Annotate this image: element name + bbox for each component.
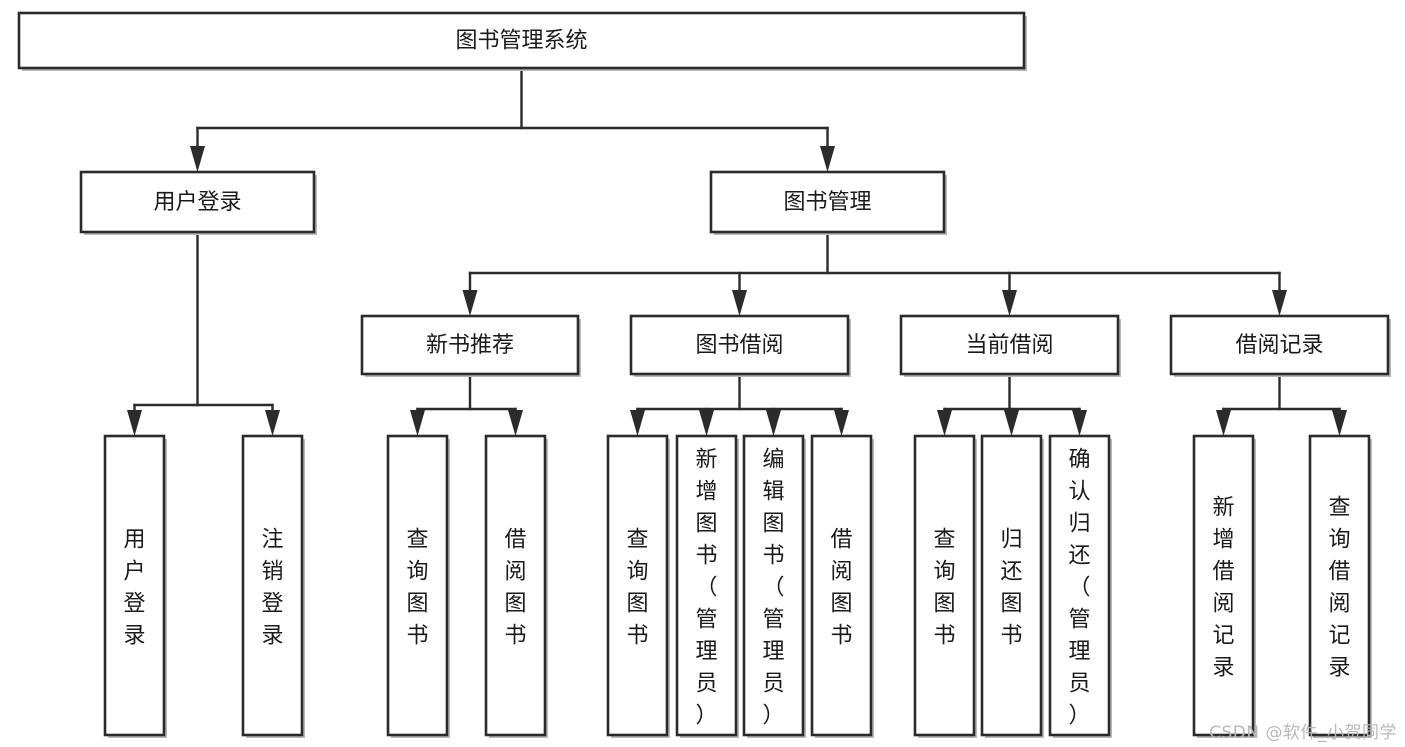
edge-group-l1_user_login: [127, 230, 280, 436]
arrow-head-icon: [699, 410, 714, 436]
node-label: 查询图书: [406, 527, 428, 648]
node-l3-user-logout[interactable]: 注销登录: [241, 434, 305, 738]
node-rect[interactable]: [386, 434, 449, 737]
node-rect[interactable]: [810, 434, 873, 737]
node-label: 图书管理: [783, 190, 871, 215]
node-label: 当前借阅: [965, 333, 1053, 358]
node-rect[interactable]: [606, 434, 669, 737]
node-rect[interactable]: [79, 170, 316, 234]
node-label: 确认归还（管理员）: [1068, 447, 1090, 728]
node-label: 图书管理系统: [455, 29, 587, 54]
edge-group-l2_book_borrow: [630, 372, 849, 436]
node-rect[interactable]: [1308, 434, 1371, 737]
node-l3-bb-add[interactable]: 新增图书（管理员）: [675, 434, 739, 738]
node-l2-book-borrow[interactable]: 图书借阅: [629, 314, 851, 377]
node-label: 查询图书: [933, 527, 955, 648]
node-rect[interactable]: [360, 314, 580, 376]
node-rect[interactable]: [17, 11, 1026, 70]
node-rect[interactable]: [913, 434, 976, 737]
node-label: 编辑图书（管理员）: [762, 447, 784, 728]
node-label: 新书推荐: [426, 333, 514, 358]
node-label: 借阅图书: [830, 527, 852, 648]
node-rect[interactable]: [709, 170, 946, 234]
node-rect[interactable]: [1048, 434, 1111, 737]
node-l3-bb-query[interactable]: 查询图书: [606, 434, 670, 738]
node-label: 借阅记录: [1235, 333, 1323, 358]
arrow-head-icon: [462, 290, 478, 316]
node-l3-bb-edit[interactable]: 编辑图书（管理员）: [742, 434, 806, 738]
node-l2-loan-record[interactable]: 借阅记录: [1169, 314, 1391, 377]
node-rect[interactable]: [980, 434, 1043, 737]
node-l3-cl-return[interactable]: 归还图书: [980, 434, 1044, 738]
node-l3-cl-query[interactable]: 查询图书: [913, 434, 977, 738]
node-label: 图书借阅: [695, 333, 783, 358]
arrow-head-icon: [410, 410, 425, 436]
node-l3-cl-confirm[interactable]: 确认归还（管理员）: [1048, 434, 1112, 738]
arrow-head-icon: [630, 410, 645, 436]
node-label: 查询借阅记录: [1328, 495, 1350, 680]
edges-layer: [127, 66, 1347, 436]
node-l3-lr-add[interactable]: 新增借阅记录: [1192, 434, 1256, 738]
node-l3-user-login[interactable]: 用户登录: [103, 434, 167, 738]
node-rect[interactable]: [899, 314, 1120, 376]
csdn-watermark: CSDN @软件_小贺同学: [1209, 723, 1397, 743]
arrow-head-icon: [190, 146, 205, 172]
arrow-head-icon: [1072, 410, 1087, 436]
node-label: 归还图书: [1000, 527, 1022, 648]
node-root[interactable]: 图书管理系统: [17, 11, 1027, 71]
edge-group-l1_book_manage: [462, 230, 1287, 316]
node-label: 注销登录: [261, 527, 283, 648]
node-l1-user-login[interactable]: 用户登录: [79, 170, 317, 235]
node-rect[interactable]: [241, 434, 304, 737]
nodes-layer: 图书管理系统用户登录图书管理新书推荐图书借阅当前借阅借阅记录用户登录注销登录查询…: [17, 11, 1391, 738]
node-label: 查询图书: [626, 527, 648, 648]
node-rect[interactable]: [103, 434, 166, 737]
node-l3-rec-query[interactable]: 查询图书: [386, 434, 450, 738]
node-rect[interactable]: [1192, 434, 1255, 737]
node-l2-new-book-rec[interactable]: 新书推荐: [360, 314, 581, 377]
edge-group-l2_loan_record: [1216, 372, 1347, 436]
node-l2-current-loan[interactable]: 当前借阅: [899, 314, 1121, 377]
arrow-head-icon: [1272, 290, 1287, 316]
node-rect[interactable]: [1169, 314, 1390, 376]
arrow-head-icon: [820, 146, 835, 172]
node-rect[interactable]: [675, 434, 738, 737]
node-l1-book-manage[interactable]: 图书管理: [709, 170, 947, 235]
node-label: 用户登录: [123, 527, 145, 648]
arrow-head-icon: [265, 410, 280, 436]
arrow-head-icon: [1002, 290, 1017, 316]
node-label: 借阅图书: [504, 527, 526, 648]
edge-group-root: [190, 66, 835, 172]
node-rect[interactable]: [742, 434, 805, 737]
arrow-head-icon: [1332, 410, 1347, 436]
arrow-head-icon: [508, 410, 523, 436]
edge-group-l2_current_loan: [937, 372, 1087, 436]
node-l3-rec-borrow[interactable]: 借阅图书: [484, 434, 548, 738]
arrow-head-icon: [127, 410, 142, 436]
arrow-head-icon: [1216, 410, 1231, 436]
arrow-head-icon: [834, 410, 849, 436]
node-rect[interactable]: [629, 314, 850, 376]
arrow-head-icon: [1004, 410, 1019, 436]
arrow-head-icon: [937, 410, 952, 436]
edge-group-l2_new_book_rec: [410, 372, 523, 436]
node-label: 新增借阅记录: [1212, 495, 1234, 680]
arrow-head-icon: [732, 290, 747, 316]
arrow-head-icon: [766, 410, 781, 436]
node-l3-bb-borrow[interactable]: 借阅图书: [810, 434, 874, 738]
node-label: 用户登录: [153, 190, 241, 215]
node-rect[interactable]: [484, 434, 547, 737]
node-l3-lr-query[interactable]: 查询借阅记录: [1308, 434, 1372, 738]
node-label: 新增图书（管理员）: [695, 447, 717, 728]
